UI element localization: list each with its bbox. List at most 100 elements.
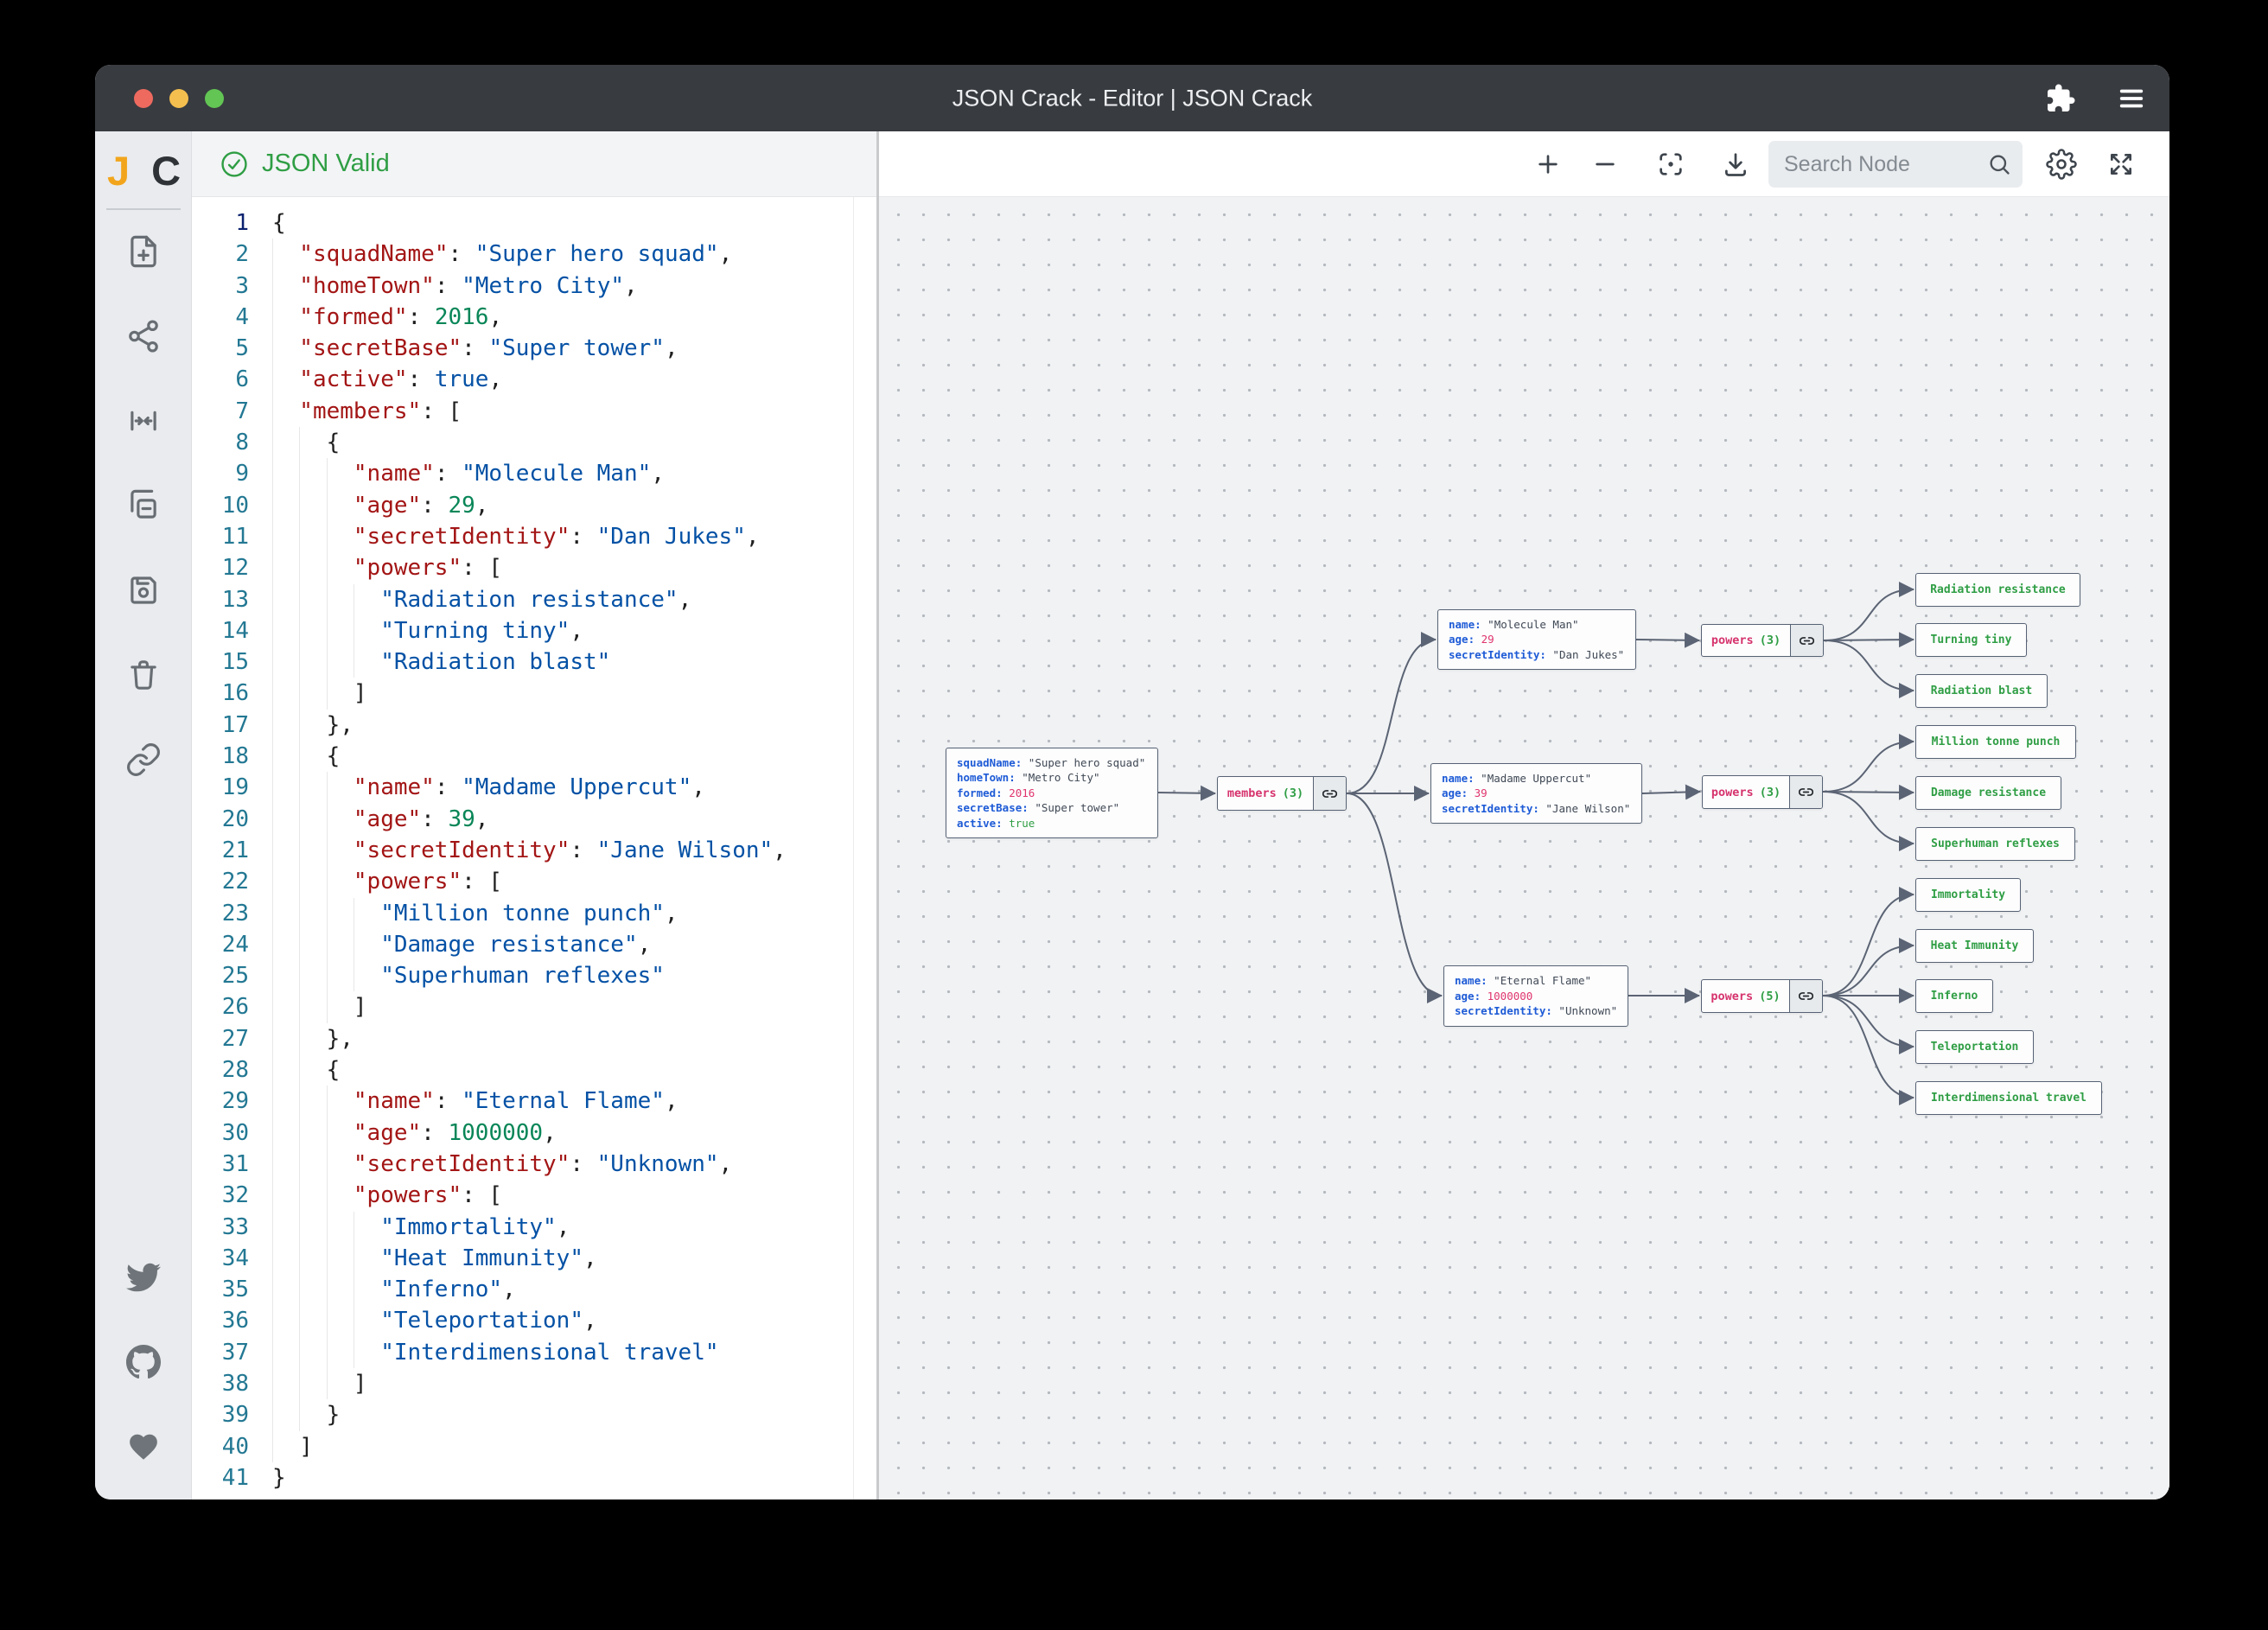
code-line[interactable]: 19"name": "Madame Uppercut", [192, 772, 876, 804]
settings-gear-icon[interactable] [2046, 148, 2077, 180]
graph-node-members[interactable]: members(3) [1217, 776, 1347, 811]
editor-scrollbar-track[interactable] [853, 197, 854, 1499]
code-line[interactable]: 23"Million tonne punch", [192, 897, 876, 929]
code-line[interactable]: 40] [192, 1430, 876, 1462]
code-line[interactable]: 3"homeTown": "Metro City", [192, 270, 876, 302]
graph-node-leaf-4[interactable]: Million tonne punch [1915, 725, 2076, 759]
code-line[interactable]: 33"Immortality", [192, 1211, 876, 1243]
graph-edge [1641, 784, 1701, 800]
graph-node-leaf-7[interactable]: Immortality [1915, 878, 2021, 912]
graph-node-leaf-3[interactable]: Radiation blast [1915, 674, 2048, 708]
code-line[interactable]: 10"age": 29, [192, 489, 876, 521]
graph-node-powers-3[interactable]: powers(5) [1701, 979, 1823, 1013]
code-line[interactable]: 28{ [192, 1054, 876, 1086]
code-line[interactable]: 16] [192, 678, 876, 710]
code-line[interactable]: 7"members": [ [192, 395, 876, 428]
file-plus-icon[interactable] [124, 232, 162, 271]
search-icon[interactable] [1987, 152, 2011, 176]
panel-resize-handle[interactable] [876, 131, 879, 1499]
code-line[interactable]: 11"secretIdentity": "Dan Jukes", [192, 520, 876, 553]
expand-link-icon[interactable] [1789, 776, 1822, 808]
code-line[interactable]: 30"age": 1000000, [192, 1117, 876, 1149]
code-line[interactable]: 36"Teleportation", [192, 1305, 876, 1337]
focus-node-icon[interactable] [1656, 150, 1685, 179]
code-line[interactable]: 32"powers": [ [192, 1180, 876, 1212]
graph-node-root[interactable]: squadName: "Super hero squad"homeTown: "… [946, 748, 1158, 838]
expand-link-icon[interactable] [1789, 980, 1822, 1012]
code-line[interactable]: 29"name": "Eternal Flame", [192, 1086, 876, 1117]
code-line[interactable]: 6"active": true, [192, 364, 876, 396]
menu-icon[interactable] [2114, 81, 2149, 116]
graph-node-powers-1[interactable]: powers(3) [1701, 624, 1824, 657]
expand-link-icon[interactable] [1313, 777, 1346, 810]
graph-node-leaf-11[interactable]: Interdimensional travel [1915, 1081, 2102, 1115]
code-line[interactable]: 34"Heat Immunity", [192, 1242, 876, 1275]
graph-canvas[interactable]: squadName: "Super hero squad"homeTown: "… [879, 197, 2169, 1499]
code-line[interactable]: 41} [192, 1462, 876, 1493]
graph-node-leaf-5[interactable]: Damage resistance [1915, 776, 2061, 810]
line-number: 27 [221, 1025, 249, 1052]
code-line[interactable]: 12"powers": [ [192, 552, 876, 584]
graph-node-leaf-10[interactable]: Teleportation [1915, 1030, 2034, 1064]
fullscreen-icon[interactable] [2107, 150, 2135, 178]
code-editor[interactable]: 1{2"squadName": "Super hero squad",3"hom… [192, 197, 876, 1499]
zoom-out-icon[interactable] [1591, 150, 1619, 178]
fold-horizontal-icon[interactable] [124, 402, 162, 440]
code-line[interactable]: 31"secretIdentity": "Unknown", [192, 1148, 876, 1181]
minimize-button[interactable] [169, 88, 188, 108]
save-icon[interactable] [124, 571, 162, 609]
line-number: 40 [221, 1433, 249, 1460]
github-icon[interactable] [125, 1344, 162, 1380]
line-number: 15 [221, 649, 249, 676]
code-line[interactable]: 15"Radiation blast" [192, 646, 876, 678]
graph-node-powers-2[interactable]: powers(3) [1702, 775, 1823, 809]
code-line[interactable]: 39} [192, 1399, 876, 1431]
code-line[interactable]: 8{ [192, 427, 876, 459]
graph-node-leaf-2[interactable]: Turning tiny [1915, 623, 2027, 657]
trash-icon[interactable] [124, 656, 162, 694]
code-line[interactable]: 24"Damage resistance", [192, 928, 876, 961]
code-line[interactable]: 9"name": "Molecule Man", [192, 458, 876, 490]
code-line[interactable]: 35"Inferno", [192, 1274, 876, 1306]
zoom-button[interactable] [205, 88, 224, 108]
extensions-puzzle-icon[interactable] [2043, 81, 2078, 116]
code-line[interactable]: 25"Superhuman reflexes" [192, 960, 876, 992]
code-line[interactable]: 27}, [192, 1022, 876, 1055]
graph-node-leaf-6[interactable]: Superhuman reflexes [1915, 827, 2075, 861]
code-line[interactable]: 14"Turning tiny", [192, 614, 876, 647]
search-node-input[interactable] [1768, 141, 2023, 188]
graph-node-leaf-9[interactable]: Inferno [1915, 979, 1993, 1013]
code-line[interactable]: 22"powers": [ [192, 866, 876, 898]
line-number: 32 [221, 1182, 249, 1209]
code-line[interactable]: 37"Interdimensional travel" [192, 1336, 876, 1368]
line-number: 1 [235, 210, 249, 236]
copy-icon[interactable] [124, 487, 162, 525]
download-image-icon[interactable] [1721, 150, 1750, 179]
code-line[interactable]: 26] [192, 991, 876, 1023]
share-icon[interactable] [124, 317, 162, 355]
graph-node-leaf-1[interactable]: Radiation resistance [1915, 573, 2080, 607]
code-line[interactable]: 17}, [192, 709, 876, 742]
code-line[interactable]: 13"Radiation resistance", [192, 583, 876, 615]
code-line[interactable]: 5"secretBase": "Super tower", [192, 333, 876, 365]
heart-icon[interactable] [125, 1429, 162, 1465]
sidebar-social [125, 1259, 162, 1499]
graph-node-leaf-8[interactable]: Heat Immunity [1915, 929, 2034, 963]
code-line[interactable]: 1{ [192, 207, 876, 239]
link-icon[interactable] [124, 741, 162, 779]
zoom-in-icon[interactable] [1534, 150, 1562, 178]
line-number: 29 [221, 1088, 249, 1115]
close-button[interactable] [134, 88, 153, 108]
code-line[interactable]: 20"age": 39, [192, 803, 876, 835]
code-line[interactable]: 2"squadName": "Super hero squad", [192, 239, 876, 271]
code-line[interactable]: 18{ [192, 741, 876, 773]
code-line[interactable]: 4"formed": 2016, [192, 301, 876, 334]
code-line[interactable]: 21"secretIdentity": "Jane Wilson", [192, 834, 876, 867]
twitter-icon[interactable] [125, 1259, 162, 1296]
code-line[interactable]: 38] [192, 1367, 876, 1400]
expand-link-icon[interactable] [1790, 625, 1823, 656]
